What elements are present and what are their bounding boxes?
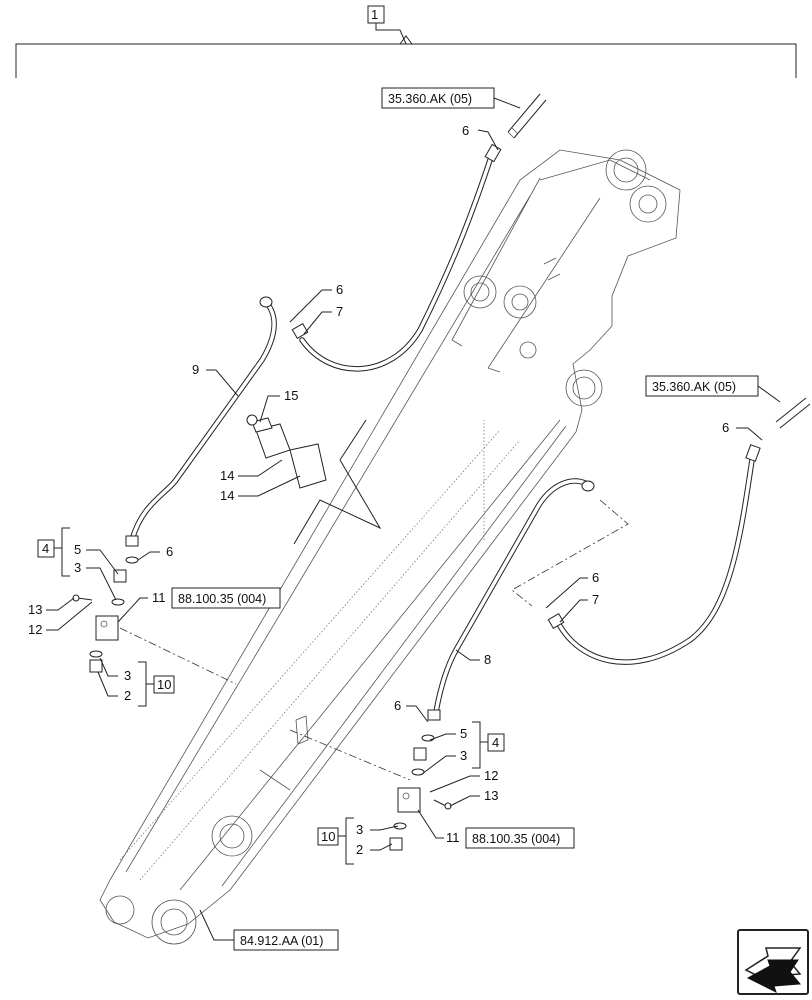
callout-5-left: 5 — [74, 542, 81, 557]
arrow-navigation-icon[interactable] — [737, 929, 809, 995]
callout-6-left: 6 — [166, 544, 173, 559]
callout-15: 15 — [284, 388, 298, 403]
callout-5-right: 5 — [460, 726, 467, 741]
callout-13-left: 13 — [28, 602, 42, 617]
callout-3-right-bot: 3 — [356, 822, 363, 837]
callout-6-right-top: 6 — [722, 420, 729, 435]
tube-9 — [125, 296, 277, 547]
callout-6-mid: 6 — [336, 282, 343, 297]
ref-block-left: 88.100.35 (004) — [178, 592, 266, 606]
ref-boom: 84.912.AA (01) — [240, 934, 323, 948]
ref-hose-left: 35.360.AK (05) — [388, 92, 472, 106]
callout-numbers: 6 6 7 9 15 14 14 5 3 6 13 12 11 3 2 6 6 … — [28, 123, 729, 857]
callout-9: 9 — [192, 362, 199, 377]
valve-block-right — [389, 734, 452, 851]
callout-14-b: 14 — [220, 488, 234, 503]
callout-3-right-top: 3 — [460, 748, 467, 763]
kit4-right-box: 4 — [492, 735, 499, 750]
kit10-right-box: 10 — [321, 829, 335, 844]
callout-12-right: 12 — [484, 768, 498, 783]
kit10-left-box: 10 — [157, 677, 171, 692]
valve-block-left — [72, 556, 139, 673]
callout-6-top: 6 — [462, 123, 469, 138]
callout-3-left-top: 3 — [74, 560, 81, 575]
hose-right — [547, 397, 811, 665]
callout-7-right: 7 — [592, 592, 599, 607]
callout-2-left: 2 — [124, 688, 131, 703]
boom-arm — [99, 149, 681, 945]
assembly-bracket: 1 — [15, 5, 797, 78]
ref-block-right: 88.100.35 (004) — [472, 832, 560, 846]
group-kits: 4 10 4 10 — [37, 527, 505, 865]
leader-lines — [46, 129, 763, 851]
callout-7-mid: 7 — [336, 304, 343, 319]
callout-3-left-bot: 3 — [124, 668, 131, 683]
callout-2-right: 2 — [356, 842, 363, 857]
clamp-assembly — [246, 414, 382, 545]
center-lines — [119, 499, 629, 781]
callout-13-right: 13 — [484, 788, 498, 803]
reference-labels: 35.360.AK (05) 35.360.AK (05) 88.100.35 … — [171, 87, 781, 951]
assembly-number: 1 — [371, 7, 378, 22]
hose-upper-left — [291, 93, 547, 372]
callout-12-left: 12 — [28, 622, 42, 637]
kit4-left-box: 4 — [42, 541, 49, 556]
tube-8 — [427, 478, 595, 721]
ref-hose-right: 35.360.AK (05) — [652, 380, 736, 394]
callout-11-left: 11 — [152, 590, 166, 605]
callout-6-right-low: 6 — [394, 698, 401, 713]
callout-11-right: 11 — [446, 830, 460, 845]
callout-14-a: 14 — [220, 468, 234, 483]
callout-8: 8 — [484, 652, 491, 667]
callout-6-right-mid: 6 — [592, 570, 599, 585]
